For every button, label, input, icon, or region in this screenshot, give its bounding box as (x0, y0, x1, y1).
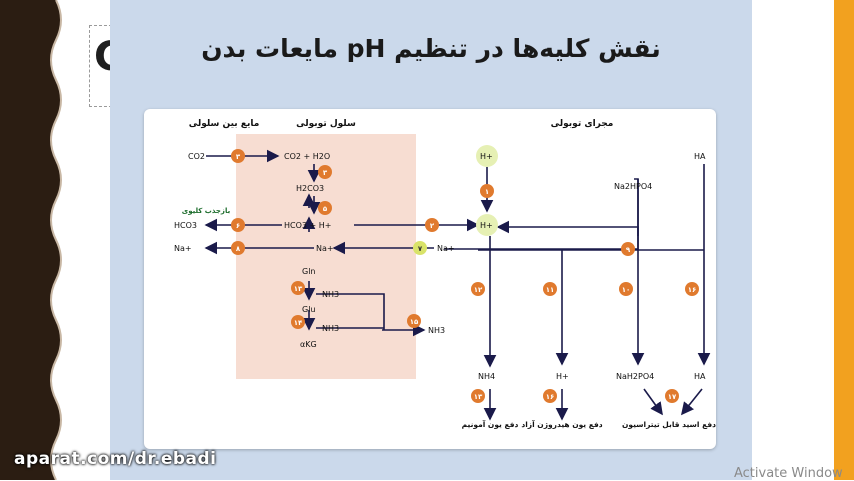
slide-title: نقش کلیه‌ها در تنظیم pH مایعات بدن (201, 34, 661, 63)
badge-2 (425, 218, 439, 232)
badge-6-text: ۶ (236, 222, 240, 230)
badge-5 (318, 201, 332, 215)
label-nh3-lumen: NH3 (428, 326, 445, 335)
badge-13b-text: ۱۳ (474, 393, 483, 401)
header-interstitial: مایع بین سلولی (189, 119, 260, 129)
label-gln: Gln (302, 267, 316, 276)
label-hco3-h: HCO3 + H+ (284, 221, 332, 230)
label-nah2po4: NaH2PO4 (616, 372, 654, 381)
header-tubular-lumen: مجرای توبولی (551, 119, 614, 129)
h-ion-circle-top (476, 145, 498, 167)
badge-7 (413, 241, 427, 255)
badge-14-text: ۱۴ (294, 319, 303, 327)
label-h-top: H+ (480, 152, 493, 161)
label-glu: Glu (302, 305, 316, 314)
label-excr-ammonium: دفع یون آمونیم (462, 419, 519, 429)
label-na-left: Na+ (174, 244, 192, 253)
badge-16 (685, 282, 699, 296)
badge-2-text: ۲ (430, 222, 435, 230)
label-nh3-a: NH3 (322, 290, 339, 299)
badge-1 (480, 184, 494, 198)
label-h2co3: H2CO3 (296, 184, 324, 193)
badge-16-text: ۱۶ (688, 286, 697, 294)
badge-13-text: ۱۳ (294, 285, 303, 293)
badge-5-text: ۵ (323, 205, 328, 213)
label-excr-titratable: دفع اسید قابل تیتراسیون (622, 420, 716, 429)
badge-10-text: ۱۰ (622, 286, 631, 294)
badge-3b-text: ۳ (323, 169, 328, 177)
badge-3a (231, 149, 245, 163)
badge-12-text: ۱۲ (474, 286, 483, 294)
badge-17-text: ۱۷ (668, 393, 677, 401)
badge-14 (291, 315, 305, 329)
left-background-strip (0, 0, 42, 480)
badge-12 (471, 282, 485, 296)
slide: نقش کلیه‌ها در تنظیم pH مایعات بدن مایع … (110, 0, 752, 480)
badge-7-text: ۷ (418, 245, 423, 253)
label-akg: αKG (300, 340, 317, 349)
header-tubular-cell: سلول توبولی (296, 119, 356, 129)
badge-3b (318, 165, 332, 179)
wavy-edge-decoration (42, 0, 62, 480)
badge-11-text: ۱۱ (546, 286, 555, 294)
badge-15 (407, 314, 421, 328)
badge-1-text: ۱ (485, 188, 489, 196)
badge-8 (231, 241, 245, 255)
kidney-ph-diagram: مایع بین سلولی سلول توبولی مجرای توبولی (144, 109, 716, 449)
badge-13b (471, 389, 485, 403)
label-na-cell: Na+ (316, 244, 334, 253)
label-na-lumen: Na+ (437, 244, 455, 253)
label-reabsorb: بازجذب کلیوی (182, 207, 231, 215)
watermark-text: aparat.com/dr.ebadi (14, 449, 217, 469)
label-h-mid: H+ (480, 221, 493, 230)
badge-8-text: ۸ (236, 245, 241, 253)
label-co2-h2o: CO2 + H2O (284, 152, 330, 161)
badge-6 (231, 218, 245, 232)
label-excr-hydrogen: دفع یون هیدروژن آزاد (521, 419, 602, 429)
badge-17 (665, 389, 679, 403)
label-nh3-b: NH3 (322, 324, 339, 333)
h-ion-circle-mid (476, 214, 498, 236)
badge-15-text: ۱۵ (410, 318, 419, 326)
label-nh4: NH4 (478, 372, 495, 381)
badge-13 (291, 281, 305, 295)
label-h-bottom: H+ (556, 372, 569, 381)
label-ha-top: HA (694, 152, 706, 161)
badge-16b-text: ۱۶ (546, 393, 555, 401)
label-co2-left: CO2 (188, 152, 205, 161)
label-ha-bottom: HA (694, 372, 706, 381)
label-na2hpo4: Na2HPO4 (614, 182, 652, 191)
activate-windows-text: Activate Window (734, 466, 843, 481)
label-hco3-left: HCO3 (174, 221, 197, 230)
badge-9 (621, 242, 635, 256)
diagram-svg: مایع بین سلولی سلول توبولی مجرای توبولی (174, 119, 716, 429)
badge-11 (543, 282, 557, 296)
orange-accent-bar (834, 0, 854, 480)
badge-16b (543, 389, 557, 403)
badge-9-text: ۹ (626, 246, 631, 254)
badge-10 (619, 282, 633, 296)
badge-3a-text: ۳ (236, 153, 241, 161)
